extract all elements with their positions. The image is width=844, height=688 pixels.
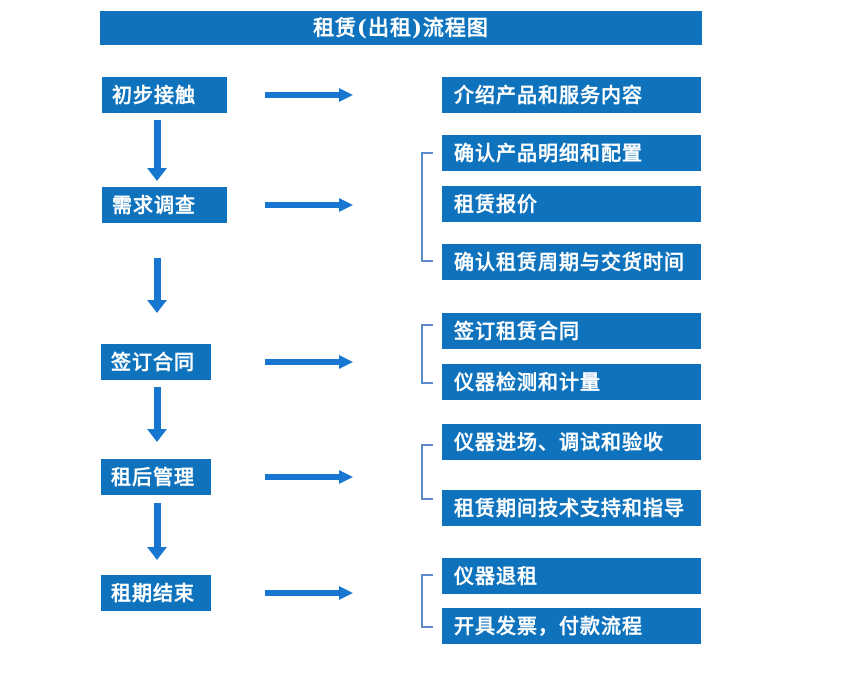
detail-box-invoice-payment: 开具发票，付款流程 (442, 608, 701, 644)
detail-box-introduce-products: 介绍产品和服务内容 (442, 77, 701, 113)
stage-box-rental-end: 租期结束 (101, 575, 211, 611)
detail-box-technical-support: 租赁期间技术支持和指导 (442, 490, 701, 526)
detail-box-instrument-testing: 仪器检测和计量 (442, 364, 701, 400)
detail-box-instrument-return: 仪器退租 (442, 558, 701, 594)
group-bracket-1 (421, 152, 433, 262)
group-bracket-2 (421, 324, 433, 384)
detail-box-sign-rental-contract: 签订租赁合同 (442, 313, 701, 349)
flowchart-title-bar: 租赁(出租)流程图 (100, 11, 702, 45)
detail-box-instrument-setup: 仪器进场、调试和验收 (442, 424, 701, 460)
detail-box-rental-quote: 租赁报价 (442, 186, 701, 222)
stage-box-sign-contract: 签订合同 (101, 344, 211, 380)
flowchart-title: 租赁(出租)流程图 (313, 15, 489, 40)
group-bracket-4 (421, 574, 433, 628)
stage-box-demand-survey: 需求调查 (102, 187, 227, 223)
stage-box-post-rental-management: 租后管理 (101, 459, 211, 495)
detail-box-confirm-rental-period: 确认租赁周期与交货时间 (442, 244, 701, 280)
group-bracket-3 (421, 444, 433, 500)
detail-box-confirm-product-details: 确认产品明细和配置 (442, 135, 701, 171)
stage-box-initial-contact: 初步接触 (102, 77, 227, 113)
